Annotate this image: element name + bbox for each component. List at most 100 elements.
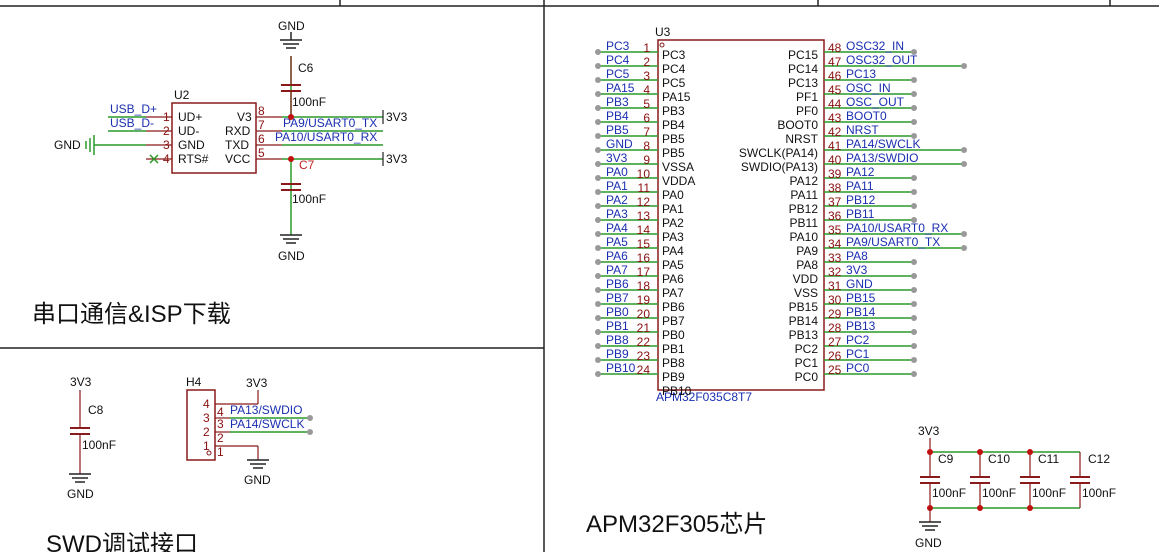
u3-pin-name: PB6 — [662, 300, 685, 314]
u3-pin-name: PA6 — [662, 272, 684, 286]
wire-end — [911, 343, 917, 349]
u3-part: APM32F035C8T7 — [656, 390, 752, 404]
u3-pin-num: 11 — [638, 181, 651, 195]
h4-header[interactable]: H4 4 3 2 1 4 3 2 1 3V3 PA13/SWDIO PA14/S… — [186, 375, 313, 487]
power-label-3v3: 3V3 — [386, 110, 408, 124]
u3-pin-name: PA3 — [662, 230, 684, 244]
u2-pin-name: UD+ — [178, 110, 202, 124]
net-label: PB7 — [606, 291, 629, 305]
wire-end — [307, 415, 313, 421]
u3-pin-name: VSS — [794, 286, 818, 300]
wire-end — [595, 329, 601, 335]
c7-capacitor[interactable]: C7 100nF GND — [278, 158, 326, 263]
c6-capacitor[interactable]: GND C6 100nF — [278, 19, 326, 117]
net-label: PB11 — [846, 207, 875, 221]
u2-pin-num: 5 — [258, 146, 265, 160]
u2-chip[interactable]: U2 — [171, 88, 257, 174]
u3-pin-name: SWDIO(PA13) — [741, 160, 818, 174]
net-label: PA12 — [846, 165, 875, 179]
u2-pin-name: GND — [178, 138, 205, 152]
net-label: PA7 — [606, 263, 628, 277]
h4-pin1-marker — [206, 450, 212, 456]
c8-ref: C8 — [88, 403, 104, 417]
u3-pin-num: 41 — [828, 139, 842, 153]
u3-pin-name: PC3 — [662, 48, 686, 62]
c6-ref: C6 — [298, 61, 314, 75]
u3-pin-name: BOOT0 — [777, 118, 818, 132]
u3-pin-name: PA15 — [662, 90, 691, 104]
h4-pin-num: 4 — [217, 405, 224, 419]
u3-pin-num: 36 — [828, 209, 842, 223]
wire-end — [911, 371, 917, 377]
wire-end — [595, 315, 601, 321]
net-label: PA8 — [846, 249, 868, 263]
wire-end — [911, 91, 917, 97]
u3-pin-name: PC15 — [788, 48, 818, 62]
u3-pin-name: VSSA — [662, 160, 694, 174]
u3-pin-name: NRST — [785, 132, 818, 146]
u3-pin-name: PB1 — [662, 342, 685, 356]
net-label: PB1 — [606, 319, 629, 333]
wire-end — [911, 301, 917, 307]
wire-end — [595, 77, 601, 83]
cap-ref: C9 — [938, 452, 954, 466]
c8-capacitor[interactable]: 3V3 C8 100nF GND — [67, 375, 116, 501]
gnd-symbol — [85, 135, 95, 155]
u2-pin-num: 7 — [258, 118, 265, 132]
wire-end — [961, 63, 967, 69]
junction-dot — [977, 505, 983, 511]
c8-bottom: GND — [67, 487, 94, 501]
net-label: PC0 — [846, 361, 870, 375]
h4-pin-num: 1 — [217, 445, 224, 459]
u3-pin-name: PC4 — [662, 62, 686, 76]
wire-end — [911, 189, 917, 195]
u3-pin-name: PB7 — [662, 314, 685, 328]
u3-pin-name: PC13 — [788, 76, 818, 90]
c7-ref: C7 — [299, 158, 315, 172]
u3-pin-name: PA12 — [790, 174, 819, 188]
net-label: PA1 — [606, 179, 628, 193]
u3-pin-num: 15 — [637, 237, 651, 251]
wire-end — [595, 49, 601, 55]
u3-pin-name: PB5 — [662, 146, 685, 160]
u3-pin-num: 12 — [637, 195, 651, 209]
u3-pin-name: PB10 — [662, 384, 692, 398]
u3-pin-name: PA0 — [662, 188, 684, 202]
u3-body — [657, 39, 825, 391]
u3-pin-num: 44 — [828, 97, 842, 111]
wire-end — [595, 357, 601, 363]
u3-pin-num: 31 — [828, 279, 842, 293]
net-label: PA14/SWCLK — [846, 137, 920, 151]
u2-pin-num: 3 — [163, 138, 170, 152]
wire-end — [595, 189, 601, 195]
u3-pin-num: 7 — [643, 125, 650, 139]
wire-end — [595, 217, 601, 223]
c6-gnd: GND — [278, 19, 305, 33]
h4-ref: H4 — [186, 375, 202, 389]
wire-end — [595, 175, 601, 181]
u2-pin-num: 6 — [258, 132, 265, 146]
wire-end — [911, 77, 917, 83]
cap-value: 100nF — [1032, 486, 1066, 500]
net-label: PB8 — [606, 333, 629, 347]
h4-pin-num: 3 — [203, 411, 210, 425]
net-label: PB15 — [846, 291, 876, 305]
u3-pin-name: PA4 — [662, 244, 684, 258]
cap-value: 100nF — [982, 486, 1016, 500]
net-label: PA4 — [606, 221, 628, 235]
u3-pin-num: 35 — [828, 223, 842, 237]
u3-pin-num: 29 — [828, 307, 842, 321]
net-label: PB6 — [606, 277, 629, 291]
u3-chip[interactable]: U3 APM32F035C8T7 — [655, 25, 825, 404]
u3-pin1-marker — [659, 42, 665, 48]
u3-pin-name: VDDA — [662, 174, 695, 188]
h4-pin-num: 2 — [203, 425, 210, 439]
wire-end — [595, 105, 601, 111]
net-label: OSC32_OUT — [846, 53, 918, 67]
net-label: PB5 — [606, 123, 629, 137]
c8-value: 100nF — [82, 438, 116, 452]
u3-pin-name: PF1 — [796, 90, 818, 104]
u3-pin-num: 8 — [643, 139, 650, 153]
wire-end — [595, 133, 601, 139]
